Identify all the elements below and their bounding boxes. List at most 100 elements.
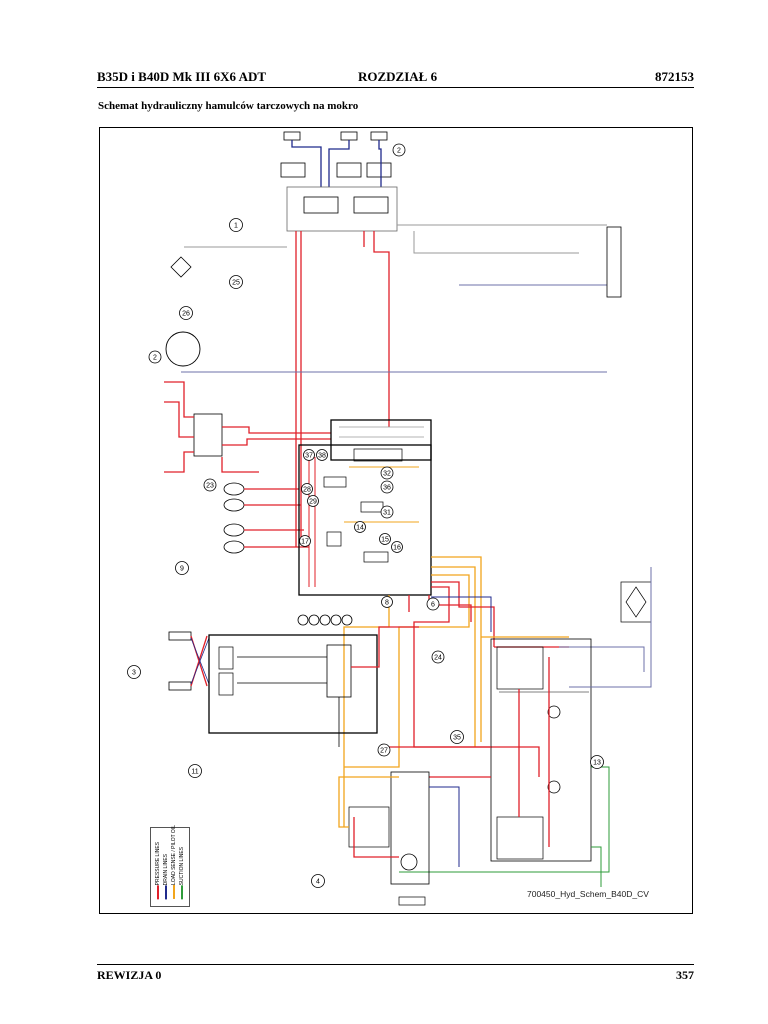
callout-24	[431, 650, 445, 664]
drain-line	[429, 786, 460, 867]
revision-label: REWIZJA 0	[97, 968, 162, 982]
callout-30	[297, 614, 309, 626]
steering-spool	[218, 646, 234, 670]
accumulator	[223, 482, 245, 496]
callout-text: 31	[383, 510, 391, 517]
tank-symbol	[398, 896, 426, 906]
callout-text: 11	[191, 769, 198, 776]
callout-32	[380, 466, 394, 480]
accumulator	[223, 523, 245, 537]
line-legend: PRESSURE LINES DRAIN LINES LOAD SENSE / …	[150, 825, 190, 907]
legend-item-suction: SUCTION LINES	[179, 847, 185, 902]
filter-symbol	[170, 256, 192, 278]
cylinder-box	[280, 162, 306, 178]
callout-30b	[330, 614, 342, 626]
callout-35	[450, 730, 464, 744]
pump-group	[490, 638, 592, 862]
pressure-line	[353, 817, 399, 858]
electrical-connector	[606, 226, 622, 298]
pilot-line	[344, 466, 419, 523]
callout-31	[380, 505, 394, 519]
figure-code: 700450_Hyd_Schem_B40D_CV	[527, 889, 649, 899]
pressure-line	[308, 457, 316, 587]
chapter-title: ROZDZIAŁ 6	[358, 69, 438, 84]
suction-line	[591, 846, 602, 887]
drain-line	[190, 637, 210, 685]
callout-text: 3	[132, 670, 136, 677]
tank-line	[559, 646, 645, 672]
callout-11	[188, 764, 202, 778]
callout-text: 14	[356, 525, 364, 532]
callout-text: 17	[301, 539, 309, 546]
cylinder-box	[366, 162, 392, 178]
accumulator	[223, 498, 245, 512]
callout-text: 9	[180, 566, 184, 573]
hydraulic-schematic: 1 2 2 3 4 6 8 9 11 13 14 15 16 17 23 24 …	[127, 131, 652, 906]
steering-main-spool	[326, 644, 352, 698]
callout-38	[316, 449, 328, 461]
pilot-line	[431, 556, 482, 742]
pressure-line	[351, 626, 419, 668]
legend-label: PRESSURE LINES	[155, 841, 161, 885]
page-header: B35D i B40D Mk III 6X6 ADT ROZDZIAŁ 6 87…	[97, 69, 694, 88]
callout-text: 36	[383, 485, 391, 492]
suction-line	[399, 766, 610, 873]
pilot-line	[344, 574, 470, 768]
pilot-line	[431, 566, 476, 747]
upper-manifold	[330, 419, 432, 461]
filter-box	[620, 581, 652, 623]
manifold-valve	[363, 551, 389, 563]
steering-valve-block	[208, 634, 378, 734]
callout-36	[380, 480, 394, 494]
callout-34	[319, 614, 331, 626]
internal-line	[237, 656, 327, 684]
callout-30c	[341, 614, 353, 626]
actuator-box	[283, 131, 301, 141]
callout-text: 37	[305, 453, 313, 460]
callout-28	[301, 483, 313, 495]
legend-swatch	[181, 885, 183, 899]
actuator-box	[340, 131, 358, 141]
cylinder-box	[336, 162, 362, 178]
callout-text: 29	[309, 499, 317, 506]
drain-line	[378, 140, 382, 187]
callout-27	[377, 743, 391, 757]
manifold-valve	[360, 501, 384, 513]
steering-cylinder	[168, 631, 192, 641]
callout-text: 1	[234, 223, 238, 230]
callout-16	[391, 541, 403, 553]
callout-text: 15	[381, 537, 389, 544]
callout-13	[590, 755, 604, 769]
internal-line	[339, 426, 424, 438]
callout-25	[229, 275, 243, 289]
legend-item-drain: DRAIN LINES	[163, 854, 169, 902]
accumulator	[223, 540, 245, 554]
legend-label: DRAIN LINES	[163, 853, 169, 885]
callout-text: 27	[380, 748, 388, 755]
callout-23	[203, 478, 217, 492]
callout-2b	[148, 350, 162, 364]
legend-swatch	[157, 885, 159, 899]
pilot-line	[343, 595, 390, 827]
pressure-line	[164, 381, 194, 418]
callout-text: 23	[206, 483, 214, 490]
brake-valve	[193, 413, 223, 457]
signal-line	[413, 231, 579, 254]
steering-spool	[218, 672, 234, 696]
callout-text: 25	[232, 280, 240, 287]
callout-4	[311, 874, 325, 888]
manifold-valve	[353, 448, 403, 462]
callout-text: 26	[182, 311, 190, 318]
legend-item-pilot: LOAD SENSE / PILOT OIL	[171, 825, 177, 902]
pump-control	[496, 816, 544, 860]
valve-spool	[353, 196, 389, 214]
relief-valve	[348, 806, 390, 848]
pump-circle	[547, 705, 561, 719]
pressure-line	[431, 581, 495, 647]
tank-line	[569, 567, 652, 688]
callout-text: 8	[385, 600, 389, 607]
callout-text: 38	[318, 453, 326, 460]
pressure-line	[221, 457, 259, 473]
callout-29	[307, 495, 319, 507]
motor-circle	[165, 331, 201, 367]
